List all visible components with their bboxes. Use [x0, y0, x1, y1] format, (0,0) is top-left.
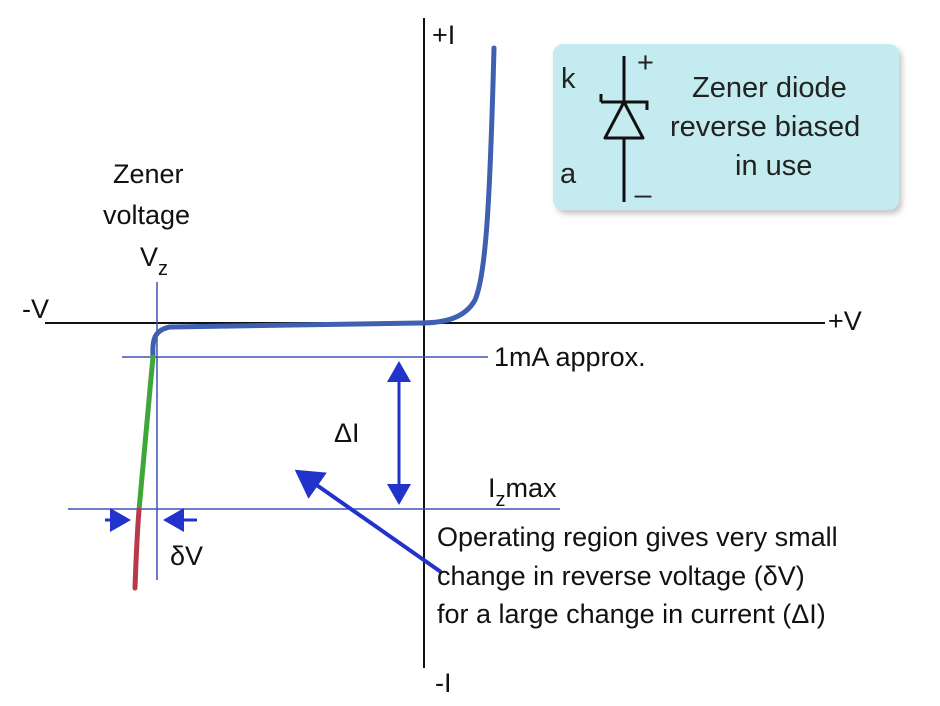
legend-cathode-label: k	[561, 63, 576, 95]
neg-current-label: -I	[435, 668, 452, 698]
legend-anode-label: a	[560, 158, 577, 190]
zener-voltage-symbol: Vz	[140, 242, 168, 280]
legend-box: k a + _ Zener diode reverse biased in us…	[553, 44, 899, 210]
over-limit-segment	[132, 507, 142, 591]
zener-voltage-label-line2: voltage	[103, 200, 190, 230]
pos-voltage-label: +V	[828, 306, 862, 336]
legend-plus-label: +	[637, 47, 654, 79]
delta-current-label: ΔI	[334, 418, 360, 448]
annotation-line-2: change in reverse voltage (δV)	[437, 561, 805, 591]
delta-voltage-label: δV	[170, 541, 203, 571]
neg-voltage-label: -V	[22, 294, 49, 324]
iv-curve	[150, 45, 497, 360]
pos-current-label: +I	[432, 20, 455, 50]
zener-voltage-label-line1: Zener	[113, 159, 184, 189]
max-current-label: Izmax	[488, 473, 557, 511]
legend-line-3: in use	[735, 150, 812, 182]
legend-minus-label: _	[634, 167, 652, 199]
legend-line-1: Zener diode	[692, 72, 847, 104]
annotation-line-3: for a large change in current (ΔI)	[437, 599, 826, 629]
operating-region-segment	[136, 354, 156, 513]
annotation-line-1: Operating region gives very small	[437, 522, 838, 552]
zener-diode-symbol-icon	[599, 56, 649, 202]
annotation-pointer-arrow	[294, 469, 443, 574]
min-current-label: 1mA approx.	[494, 342, 646, 372]
legend-line-2: reverse biased	[670, 111, 860, 143]
